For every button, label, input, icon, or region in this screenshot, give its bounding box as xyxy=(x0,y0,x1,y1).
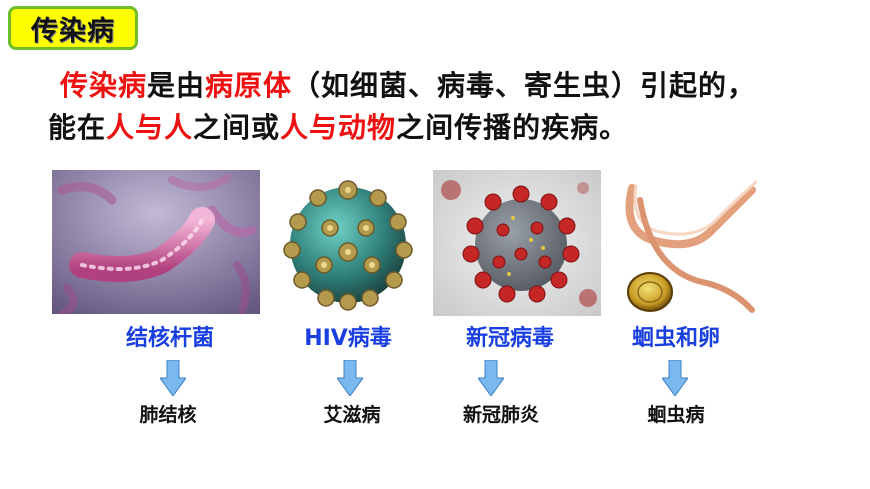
definition-segment: 人与动物 xyxy=(280,111,397,144)
disease-label: 肺结核 xyxy=(139,404,197,426)
disease-label: 蛔虫病 xyxy=(647,404,705,426)
definition-segment: 是由 xyxy=(147,69,206,102)
down-arrow-icon xyxy=(337,360,363,396)
definition-segment: （如细菌、病毒、寄生虫）引起的， xyxy=(292,69,757,102)
definition-segment: 之间传播的疾病。 xyxy=(396,111,629,144)
roundworm-and-egg-image xyxy=(612,170,760,314)
disease-label: 艾滋病 xyxy=(323,404,381,426)
definition-segment: 人与人 xyxy=(106,111,194,144)
down-arrow-icon xyxy=(160,360,186,396)
pathogen-label: 结核杆菌 xyxy=(125,326,214,351)
title-badge: 传染病 xyxy=(8,6,138,50)
down-arrow-icon xyxy=(662,360,688,396)
pathogen-label: 新冠病毒 xyxy=(465,326,554,351)
tuberculosis-bacteria-image xyxy=(52,170,260,314)
definition-line-2: 能在人与人之间或人与动物之间传播的疾病。 xyxy=(48,106,628,146)
definition-segment: 传染病 xyxy=(60,69,148,102)
pathogen-label: 蛔虫和卵 xyxy=(631,326,720,351)
definition-segment: 之间或 xyxy=(193,111,281,144)
definition-segment: 能在 xyxy=(48,111,107,144)
disease-label: 新冠肺炎 xyxy=(462,404,539,426)
page-title: 传染病 xyxy=(31,15,115,47)
coronavirus-image xyxy=(433,170,601,316)
definition-segment: 病原体 xyxy=(205,69,293,102)
hiv-virus-image xyxy=(268,170,428,320)
definition-line-1: 传染病是由病原体（如细菌、病毒、寄生虫）引起的， xyxy=(60,64,756,104)
down-arrow-icon xyxy=(478,360,504,396)
pathogen-label: HIV病毒 xyxy=(304,326,392,351)
